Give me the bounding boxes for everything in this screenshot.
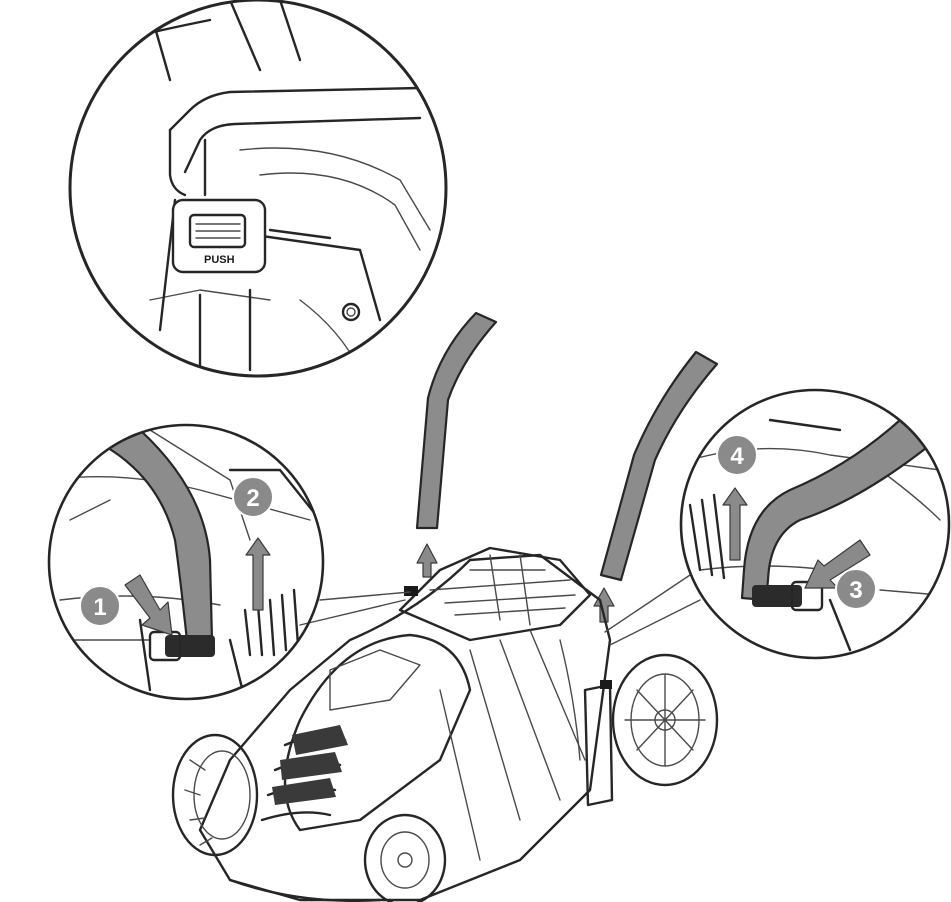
right-callout-line: [604, 574, 691, 633]
step-number-3: 3: [849, 577, 862, 604]
step-number-1: 1: [93, 594, 106, 621]
left-callout-line-2: [299, 599, 406, 626]
left-callout-line: [319, 591, 411, 601]
step-badge-1: 1: [79, 585, 121, 627]
step-1-arrow: [124, 574, 173, 636]
step-2-arrow: [245, 537, 271, 611]
push-label: PUSH: [204, 254, 235, 266]
right-handle-bar: [599, 350, 719, 582]
step-badge-4: 4: [716, 434, 758, 476]
zoom-detail-left-latch: [47, 423, 325, 701]
step-3-arrow: [804, 539, 871, 589]
insert-arrow-right: [593, 587, 615, 623]
step-number-4: 4: [730, 443, 744, 470]
lawnmower-body: [171, 546, 719, 902]
insert-arrow-left: [416, 543, 438, 578]
right-callout-line-2: [609, 599, 701, 646]
step-4-arrow: [722, 487, 748, 561]
step-badge-2: 2: [232, 476, 274, 518]
step-number-2: 2: [246, 485, 259, 512]
zoom-detail-right-latch: [679, 388, 951, 660]
step-badge-3: 3: [835, 568, 877, 610]
left-handle-bar: [415, 311, 498, 530]
zoom-detail-push-button: PUSH: [68, 0, 448, 378]
